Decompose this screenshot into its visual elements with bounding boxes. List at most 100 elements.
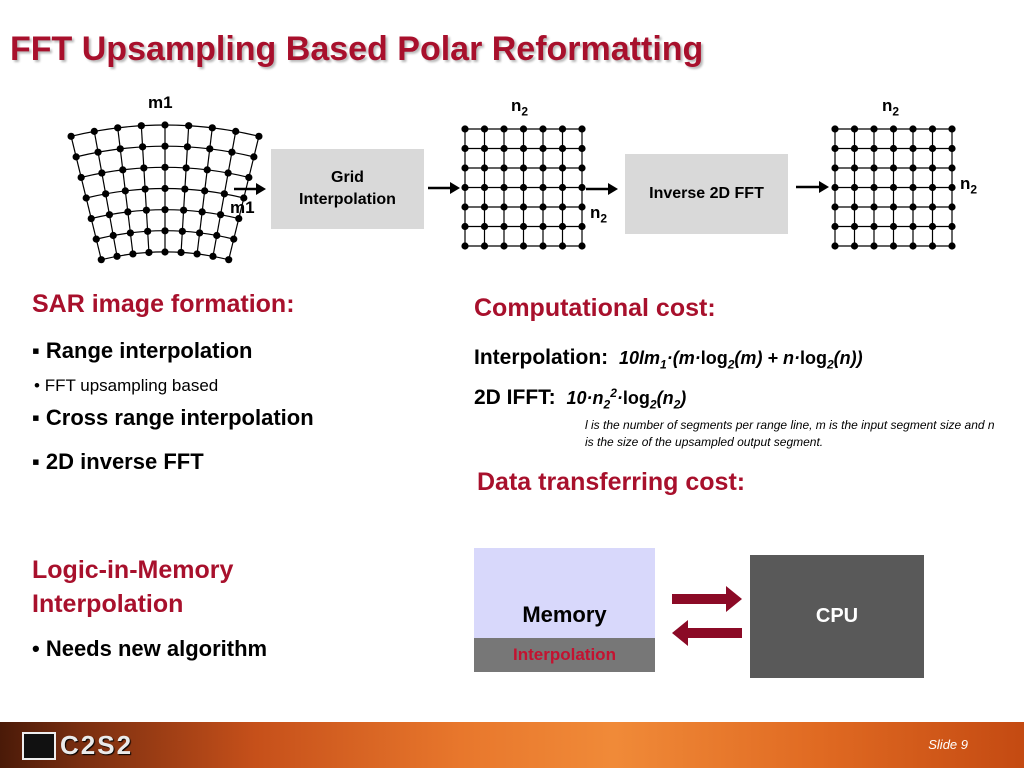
grid2-dot bbox=[870, 164, 878, 172]
grid2-dot bbox=[870, 125, 878, 133]
grid2-dot bbox=[948, 242, 956, 250]
polar-grid-dot bbox=[114, 124, 122, 132]
data-transfer-heading: Data transferring cost: bbox=[477, 468, 746, 496]
inverse-2d-fft-label: Inverse 2D FFT bbox=[649, 185, 764, 202]
slide-number: Slide 9 bbox=[928, 737, 968, 752]
grid2-dot bbox=[870, 144, 878, 153]
grid1-dot bbox=[519, 222, 528, 231]
grid1-dot bbox=[539, 203, 547, 211]
grid1-dot bbox=[519, 183, 528, 192]
polar-grid-dot bbox=[161, 163, 169, 171]
polar-grid-dot bbox=[97, 256, 105, 264]
grid2-dot bbox=[831, 125, 839, 133]
arrow-polar-to-interp-head-icon bbox=[256, 183, 266, 195]
grid2-dot bbox=[870, 183, 878, 192]
grid1-dot bbox=[480, 242, 489, 250]
arrow-left-icon bbox=[672, 620, 742, 646]
polar-grid-dot bbox=[116, 145, 124, 153]
grid2-dot bbox=[928, 183, 937, 192]
grid2-dot bbox=[928, 242, 937, 250]
grid1-dot bbox=[500, 242, 508, 250]
interpolation-label: Interpolation bbox=[474, 638, 655, 672]
polar-grid-dot bbox=[98, 169, 106, 177]
polar-grid-dot bbox=[142, 206, 150, 214]
polar-grid-dot bbox=[87, 214, 95, 223]
grid1-dot bbox=[461, 242, 469, 250]
grid2-dot bbox=[850, 222, 859, 231]
grid1-dot bbox=[480, 144, 489, 153]
cost-footnote: l is the number of segments per range li… bbox=[585, 418, 995, 449]
computational-cost-heading: Computational cost: bbox=[474, 294, 716, 322]
interpolation-cost-formula: Interpolation: 10lm1·(m·log2(m) + n·log2… bbox=[474, 346, 863, 372]
grid1-dot bbox=[480, 164, 489, 172]
polar-grid-dot bbox=[193, 250, 201, 258]
grid2-dot bbox=[831, 144, 839, 153]
polar-grid-dot bbox=[105, 211, 114, 219]
sar-bullet-range-interpolation: ▪ Range interpolation bbox=[32, 338, 253, 363]
polar-grid-dot bbox=[72, 153, 80, 161]
grid2-dot bbox=[909, 144, 917, 153]
polar-grid-dot bbox=[196, 229, 204, 237]
grid2-dot bbox=[948, 144, 956, 153]
grid2-dot bbox=[909, 183, 917, 192]
grid1-dot bbox=[539, 222, 547, 231]
grid1-dot bbox=[500, 144, 508, 153]
grid1-dot bbox=[539, 242, 547, 250]
grid2-dot bbox=[928, 203, 937, 211]
grid1-dot bbox=[539, 164, 547, 172]
grid2-dot bbox=[928, 144, 937, 153]
polar-grid-dot bbox=[126, 229, 134, 237]
lim-bullet-new-algorithm: • Needs new algorithm bbox=[32, 636, 268, 661]
sar-heading: SAR image formation: bbox=[32, 290, 295, 318]
grid1-dot bbox=[519, 125, 528, 133]
grid2-dot bbox=[948, 222, 956, 231]
grid1-dot bbox=[519, 144, 528, 153]
ifft-cost-formula: 2D IFFT: 10·n22·log2(n2) bbox=[474, 386, 687, 412]
grid2-dot bbox=[831, 242, 839, 250]
grid1-dot bbox=[461, 164, 469, 172]
inverse-2d-fft-box: Inverse 2D FFT bbox=[625, 154, 788, 234]
grid1-dot bbox=[539, 125, 547, 133]
grid2-dot bbox=[948, 125, 956, 133]
arrow-fft-to-grid2-head-icon bbox=[819, 181, 829, 193]
polar-grid-dot bbox=[94, 148, 102, 156]
polar-grid-dot bbox=[182, 164, 190, 172]
grid-interpolation-box: Grid Interpolation bbox=[271, 149, 424, 229]
polar-grid-dot bbox=[228, 148, 236, 156]
grid1-dot bbox=[558, 222, 567, 231]
polar-grid-dot bbox=[235, 214, 243, 223]
grid1-side-label: n2 bbox=[590, 203, 608, 226]
arrow-interp-to-grid1-head-icon bbox=[450, 182, 460, 194]
polar-grid-dot bbox=[161, 206, 169, 214]
polar-grid-dot bbox=[240, 194, 248, 202]
grid2-dot bbox=[850, 164, 859, 172]
grid1-dot bbox=[519, 203, 528, 211]
grid2-dot bbox=[909, 164, 917, 172]
polar-grid-dot bbox=[129, 250, 137, 258]
polar-grid-dot bbox=[198, 208, 206, 216]
grid1-dot bbox=[500, 183, 508, 192]
polar-grid-dot bbox=[138, 143, 147, 151]
grid2-side-label: n2 bbox=[960, 174, 978, 197]
grid2-dot bbox=[889, 164, 898, 172]
grid1-dot bbox=[461, 144, 469, 153]
polar-grid-dot bbox=[208, 124, 216, 132]
grid2-dot bbox=[889, 242, 898, 250]
grid2-dot bbox=[909, 203, 917, 211]
sar-bullet-2d-inverse-fft: ▪ 2D inverse FFT bbox=[32, 449, 204, 474]
grid1-dot bbox=[558, 164, 567, 172]
grid1-dot bbox=[500, 125, 508, 133]
grid2-dot bbox=[889, 125, 898, 133]
polar-grid-dot bbox=[145, 248, 153, 257]
lim-heading-line1: Logic-in-Memory bbox=[32, 556, 234, 584]
logo-mark-icon bbox=[22, 731, 56, 760]
grid2-dot bbox=[850, 144, 859, 153]
polar-grid-dot bbox=[206, 145, 214, 153]
grid1-top-label: n2 bbox=[511, 96, 529, 119]
polar-grid-dot bbox=[119, 166, 127, 174]
polar-grid-dot bbox=[177, 248, 185, 257]
grid1-dot bbox=[461, 183, 469, 192]
polar-grid-dot bbox=[161, 184, 169, 193]
polar-grid-dot bbox=[161, 142, 169, 150]
polar-grid-dot bbox=[77, 173, 85, 182]
